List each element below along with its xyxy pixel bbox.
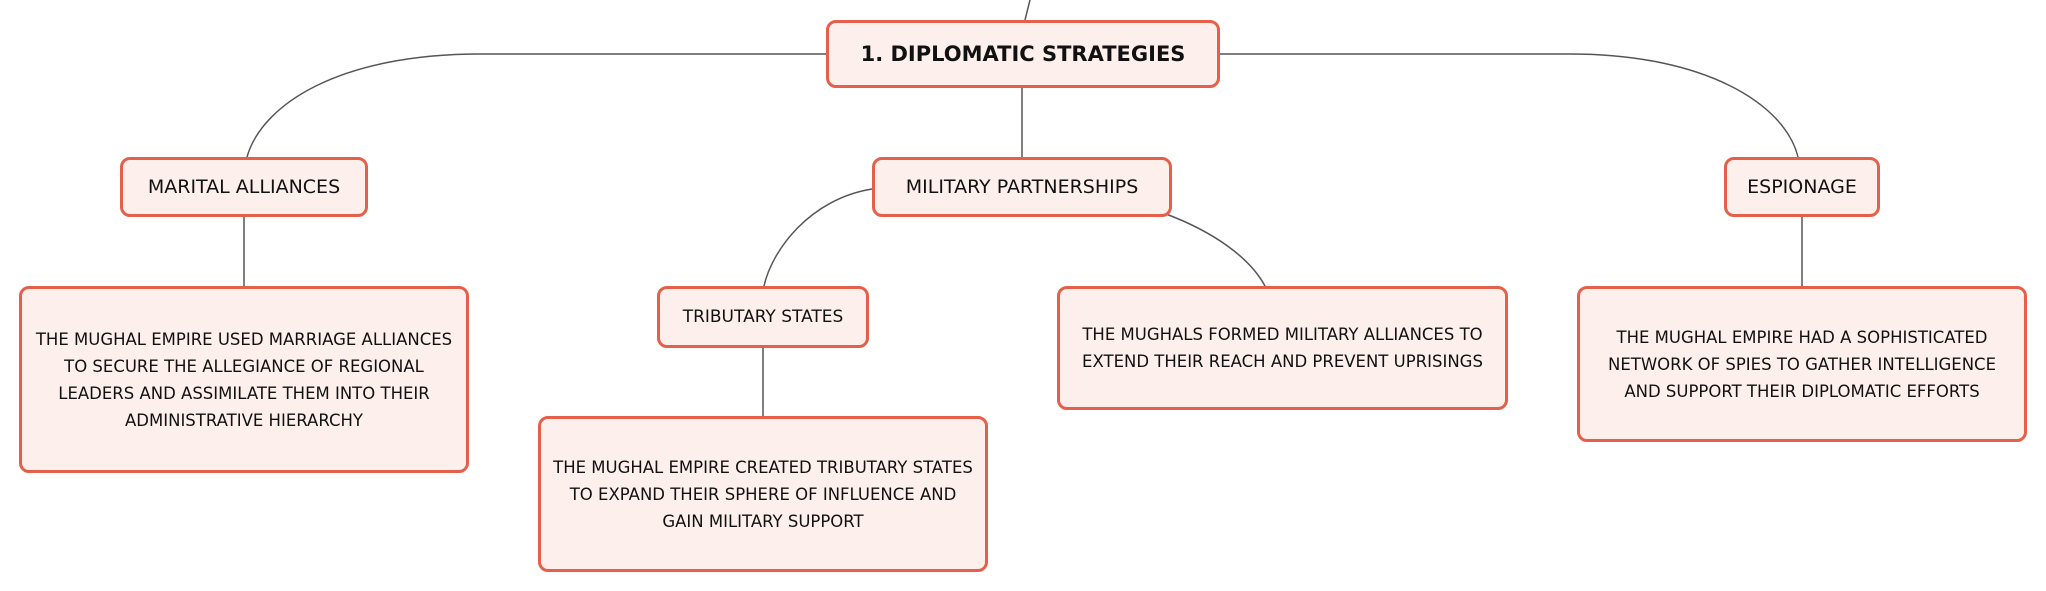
branch-label: MARITAL ALLIANCES [147,176,341,198]
root-node-label: 1. DIPLOMATIC STRATEGIES [860,42,1186,66]
detail-tributary-states[interactable]: THE MUGHAL EMPIRE CREATED TRIBUTARY STAT… [538,416,988,572]
detail-espionage[interactable]: THE MUGHAL EMPIRE HAD A SOPHISTICATED NE… [1577,286,2027,442]
sub-branch-tributary-states[interactable]: TRIBUTARY STATES [657,286,869,348]
root-node[interactable]: 1. DIPLOMATIC STRATEGIES [826,20,1220,88]
branch-marital-alliances[interactable]: MARITAL ALLIANCES [120,157,368,217]
connector-root-to-espionage [1220,53,1799,158]
connector-parent-to-root [1024,0,1031,21]
connector-military-to-tributary-states [763,188,873,287]
detail-text: THE MUGHALS FORMED MILITARY ALLIANCES TO… [1082,325,1483,371]
branch-military-partnerships[interactable]: MILITARY PARTNERSHIPS [872,157,1172,217]
branch-espionage[interactable]: ESPIONAGE [1724,157,1880,217]
detail-text: THE MUGHAL EMPIRE HAD A SOPHISTICATED NE… [1607,327,1997,401]
detail-text: THE MUGHAL EMPIRE USED MARRIAGE ALLIANCE… [35,329,453,430]
detail-text: THE MUGHAL EMPIRE CREATED TRIBUTARY STAT… [553,457,973,531]
connector-root-to-marital-alliances [246,53,826,158]
connector-military-to-alliances-detail [1165,213,1266,287]
detail-military-alliances[interactable]: THE MUGHALS FORMED MILITARY ALLIANCES TO… [1057,286,1508,410]
branch-label: ESPIONAGE [1747,176,1857,198]
branch-label: MILITARY PARTNERSHIPS [905,176,1139,198]
sub-branch-label: TRIBUTARY STATES [682,307,844,327]
detail-marital-alliances[interactable]: THE MUGHAL EMPIRE USED MARRIAGE ALLIANCE… [19,286,469,473]
